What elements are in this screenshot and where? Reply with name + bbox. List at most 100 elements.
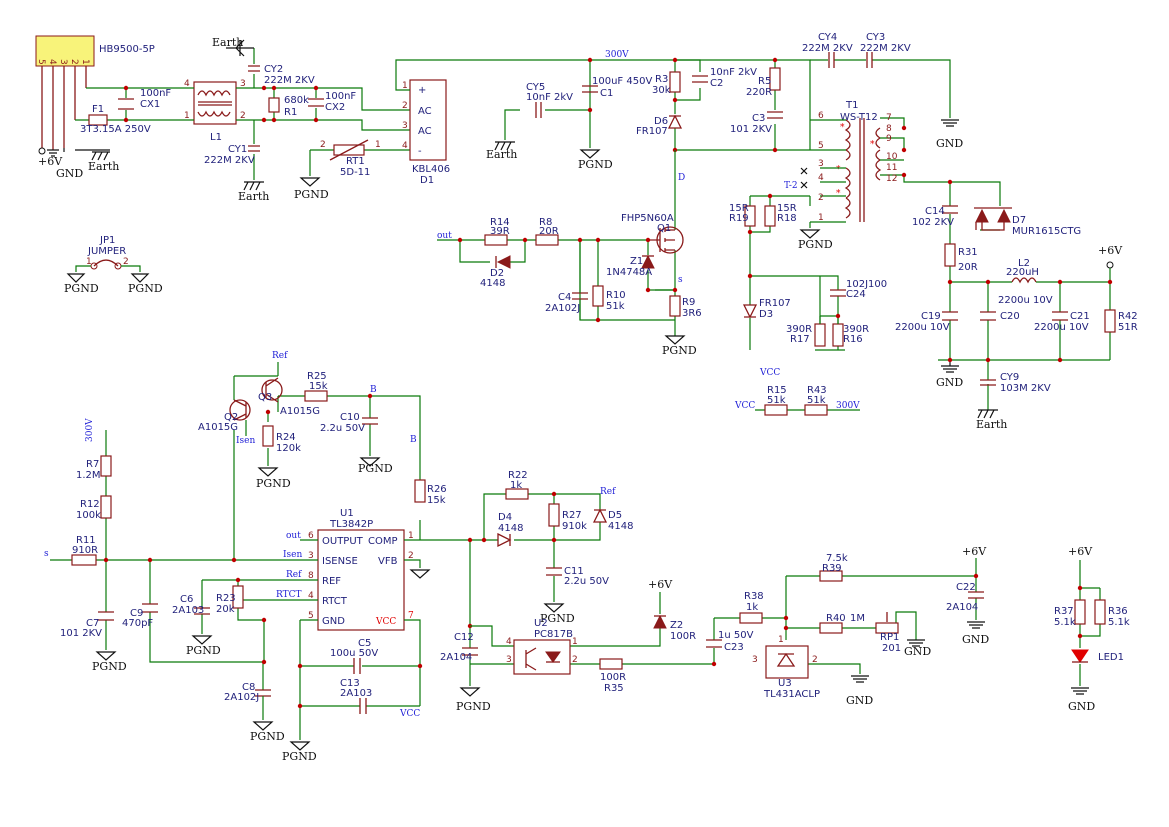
j1-pin4: 4 — [47, 59, 57, 65]
resistor-r35[interactable] — [599, 658, 623, 670]
diode-d3[interactable] — [742, 304, 758, 319]
resistor-r22[interactable] — [505, 488, 529, 500]
cap-c23[interactable] — [706, 639, 722, 648]
resistor-r12[interactable] — [100, 495, 112, 519]
gnd-cy3 — [941, 119, 959, 127]
cap-c24[interactable] — [830, 289, 846, 297]
c4-value: 2A102J — [545, 303, 580, 314]
cap-c12[interactable] — [462, 647, 478, 656]
net-rtct-u1: RTCT — [276, 590, 302, 600]
t1-pin2: 2 — [818, 193, 824, 203]
rp1-gnd-label: GND — [904, 645, 931, 658]
bridge-rectifier-d1[interactable]: + AC AC - — [409, 79, 447, 161]
diode-d4[interactable] — [497, 532, 512, 548]
zener-z2[interactable] — [653, 614, 667, 629]
u1-pgnd-label: PGND — [282, 750, 317, 763]
resistor-r5[interactable] — [769, 67, 781, 91]
optocoupler-u2[interactable] — [513, 639, 571, 675]
cap-c13[interactable] — [359, 698, 367, 714]
cap-cy2-cy1[interactable] — [248, 65, 260, 152]
cap-c9[interactable] — [142, 603, 158, 613]
potentiometer-rp1[interactable] — [875, 622, 899, 634]
common-mode-choke-l1[interactable] — [193, 81, 237, 125]
resistor-r15[interactable] — [764, 404, 788, 416]
c7-ref: C7 — [86, 618, 99, 629]
sec-6v-label: +6V — [1098, 244, 1123, 257]
transistor-q2[interactable] — [229, 399, 251, 421]
cap-cx2[interactable] — [308, 98, 324, 107]
cap-cy9[interactable] — [980, 379, 996, 386]
earth-cy9 — [977, 409, 998, 419]
resistor-r36[interactable] — [1094, 599, 1106, 625]
resistor-r16[interactable] — [832, 323, 844, 347]
resistor-r7[interactable] — [100, 455, 112, 477]
c20-value: 2200u 10V — [998, 295, 1053, 306]
cap-c11[interactable] — [546, 567, 562, 576]
resistor-r43[interactable] — [804, 404, 828, 416]
shunt-regulator-u3[interactable] — [765, 645, 809, 679]
resistor-r27[interactable] — [548, 503, 560, 527]
resistor-r17[interactable] — [814, 323, 826, 347]
resistor-r8[interactable] — [535, 234, 559, 246]
fuse-f1[interactable] — [88, 114, 108, 126]
cap-c5[interactable] — [353, 658, 361, 674]
resistor-r19[interactable] — [744, 205, 756, 227]
diode-d7[interactable] — [974, 207, 1012, 231]
diode-d6[interactable] — [667, 114, 683, 129]
resistor-r38[interactable] — [739, 612, 763, 624]
cap-c2[interactable] — [692, 75, 708, 83]
c6-pgnd-label: PGND — [186, 644, 221, 657]
cap-c10[interactable] — [362, 417, 378, 425]
r12-value: 100k — [76, 510, 101, 521]
resistor-r40[interactable] — [819, 622, 843, 634]
p6v-terminal — [38, 147, 46, 155]
resistor-r24[interactable] — [262, 425, 274, 447]
cap-c3[interactable] — [767, 111, 783, 119]
sec-6v-terminal — [1106, 261, 1114, 269]
f1-ref: F1 — [92, 104, 104, 115]
net-b-side: B — [410, 435, 417, 445]
resistor-r39[interactable] — [819, 570, 843, 582]
resistor-r1[interactable] — [268, 97, 280, 113]
c13-ref: C13 — [340, 678, 360, 689]
resistor-r14[interactable] — [484, 234, 508, 246]
resistor-r18[interactable] — [764, 205, 776, 227]
cap-c7[interactable] — [98, 611, 114, 621]
controller-u1[interactable]: OUTPUT ISENSE REF RTCT GND COMP VFB VCC — [317, 529, 405, 631]
cap-cy5[interactable] — [535, 102, 542, 118]
resistor-r26[interactable] — [414, 479, 426, 503]
u1-pin4: 4 — [308, 591, 314, 601]
resistor-r3[interactable] — [669, 71, 681, 93]
diode-d2[interactable] — [496, 255, 511, 269]
resistor-r23[interactable] — [232, 585, 244, 609]
r10-value: 51k — [606, 301, 625, 312]
resistor-r10[interactable] — [592, 285, 604, 307]
caps-c19-c20-c21[interactable] — [942, 311, 1068, 321]
connector-j1[interactable]: HB9500-5P 5 4 3 2 1 — [35, 35, 155, 67]
c7-value: 101 2KV — [60, 628, 102, 639]
u1-gnd-label: GND — [322, 616, 345, 627]
resistor-r31[interactable] — [944, 243, 956, 267]
jumper-jp1[interactable] — [93, 259, 119, 267]
resistor-r11[interactable] — [71, 554, 97, 566]
mosfet-q1[interactable] — [647, 226, 684, 254]
l1-pin4: 4 — [184, 79, 190, 89]
inductor-l2[interactable] — [1011, 277, 1037, 284]
resistor-r9[interactable] — [669, 295, 681, 317]
diode-d5[interactable] — [592, 508, 608, 523]
cap-cx1[interactable] — [118, 98, 134, 110]
resistor-r42[interactable] — [1104, 309, 1116, 333]
pgnd-c11 — [543, 603, 565, 613]
d1-ac1: AC — [418, 106, 432, 117]
resistor-r37[interactable] — [1074, 599, 1086, 625]
transistor-q3[interactable] — [261, 377, 283, 403]
cap-c14[interactable] — [942, 205, 958, 214]
cap-cy4-cy3[interactable] — [828, 52, 873, 68]
led-led1[interactable] — [1071, 649, 1089, 663]
resistor-r25[interactable] — [304, 390, 328, 402]
cap-c1[interactable] — [582, 85, 598, 93]
zener-z1[interactable] — [641, 254, 655, 269]
cap-c22[interactable] — [968, 591, 984, 599]
transformer-t1[interactable] — [844, 118, 882, 222]
cap-c6[interactable] — [194, 607, 210, 615]
